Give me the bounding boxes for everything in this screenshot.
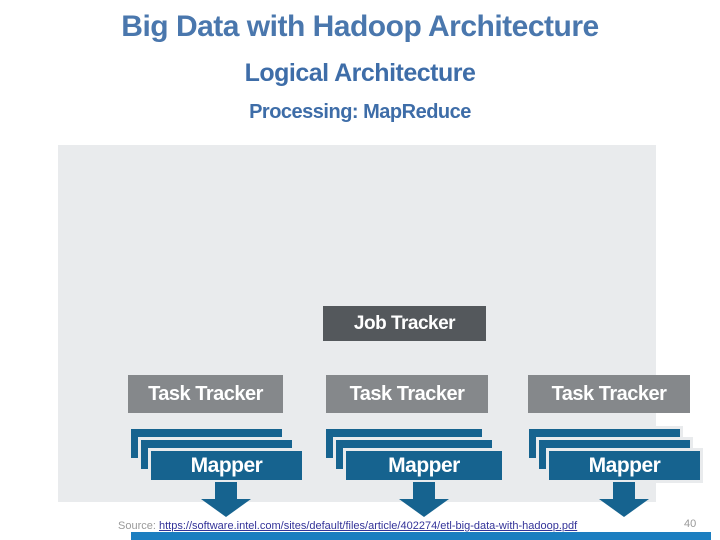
arrow-head	[399, 499, 449, 517]
mapper-box-2: Mapper	[343, 448, 505, 483]
arrow-stem	[413, 482, 435, 499]
source-line: Source: https://software.intel.com/sites…	[118, 520, 577, 532]
source-url-link[interactable]: https://software.intel.com/sites/default…	[158, 520, 578, 532]
slide-title: Big Data with Hadoop Architecture	[121, 10, 599, 43]
mapper-box-1: Mapper	[148, 448, 305, 483]
down-arrow-icon	[599, 482, 649, 517]
job-tracker-box: Job Tracker	[323, 306, 486, 341]
title-block: Big Data with Hadoop Architecture Logica…	[0, 0, 720, 124]
arrow-head	[201, 499, 251, 517]
arrow-stem	[215, 482, 237, 499]
diagram-panel: Job Tracker Task Tracker Task Tracker Ta…	[58, 145, 711, 540]
slide-section-title: Processing: MapReduce	[249, 101, 471, 123]
arrow-stem	[613, 482, 635, 499]
shuffle-and-sort-bar: Shuffle and Sort	[131, 532, 711, 540]
source-label: Source:	[118, 520, 156, 532]
mapper-box-3: Mapper	[546, 448, 703, 483]
down-arrow-icon	[399, 482, 449, 517]
slide-subtitle: Logical Architecture	[244, 59, 476, 87]
page-number: 40	[684, 518, 697, 530]
down-arrow-icon	[201, 482, 251, 517]
slide-footer: Source: https://software.intel.com/sites…	[0, 518, 720, 536]
task-tracker-box-1: Task Tracker	[128, 375, 283, 413]
arrow-head	[599, 499, 649, 517]
task-tracker-box-2: Task Tracker	[326, 375, 488, 413]
task-tracker-box-3: Task Tracker	[528, 375, 690, 413]
